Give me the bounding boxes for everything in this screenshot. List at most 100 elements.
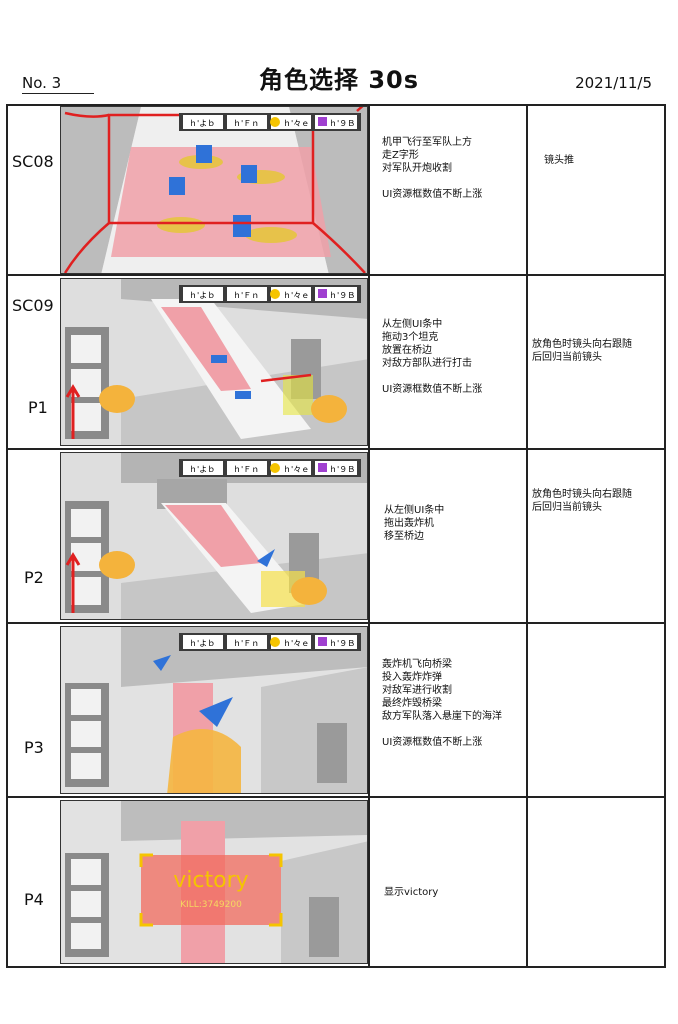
grid-line [6, 796, 666, 798]
grid-line [6, 966, 666, 968]
mech-units [169, 145, 257, 237]
camera-note: 放角色时镜头向右跟随 后回归当前镜头 [532, 488, 632, 514]
tank-unit [211, 355, 227, 363]
desc-gap [382, 370, 482, 383]
desc-line: UI资源框数值不断上涨 [382, 737, 483, 748]
sheet-number: No. 3 [22, 74, 62, 92]
scene-label: SC09 [12, 296, 54, 315]
hud-res4: ｈ'９Ｂ [329, 119, 355, 128]
storyboard-frame-p3: ｈ'よｂ ｈ'Ｆｎ ｈ'々ｅ ｈ'９Ｂ [60, 626, 368, 794]
grid-line [526, 104, 528, 968]
bomber-unit [199, 697, 233, 727]
hud-res3: ｈ'々ｅ [283, 465, 309, 474]
storyboard-frame-sc08: ｈ'よｂ ｈ'Ｆｎ ｈ'々ｅ ｈ'９Ｂ [60, 106, 368, 274]
hand-gesture [99, 551, 135, 579]
hand-gesture [311, 395, 347, 423]
explosion [167, 729, 241, 793]
desc-line: 最终炸毁桥梁 [382, 698, 442, 709]
desc-line: 从左侧UI条中 [382, 319, 443, 330]
desc-line: 拖出轰炸机 [384, 518, 434, 529]
hud-res1: ｈ'よｂ [189, 291, 215, 300]
desc-line: 从左侧UI条中 [384, 505, 445, 516]
hud-res4: ｈ'９Ｂ [329, 639, 355, 648]
grid-line [6, 274, 666, 276]
desc-line: 移至桥边 [384, 531, 424, 542]
action-description: 从左侧UI条中 拖出轰炸机 移至桥边 [384, 504, 444, 543]
bomber-unit [257, 549, 275, 567]
grid-line [368, 104, 370, 968]
page-title: 角色选择 30s [258, 66, 420, 94]
desc-line: 对军队开炮收割 [382, 163, 452, 174]
desc-line: 对敌军进行收割 [382, 685, 452, 696]
camera-line: 镜头推 [544, 155, 574, 166]
hud-res4: ｈ'９Ｂ [329, 465, 355, 474]
camera-line: 后回归当前镜头 [532, 502, 602, 513]
unit-sidebar [65, 683, 109, 787]
victory-banner: victory KILL:3749200 [139, 853, 283, 927]
hud-res3: ｈ'々ｅ [283, 119, 309, 128]
desc-line: 机甲飞行至军队上方 [382, 137, 472, 148]
hud-res1: ｈ'よｂ [189, 119, 215, 128]
sheet-date: 2021/11/5 [575, 74, 652, 92]
victory-title: victory [173, 868, 248, 893]
kill-count: KILL:3749200 [180, 900, 242, 910]
storyboard-frame-p4: victory KILL:3749200 [60, 800, 368, 964]
shot-label: P1 [28, 398, 48, 417]
sheet-number-underline [22, 93, 94, 94]
action-description: 显示victory [384, 886, 438, 899]
drag-arrow [65, 384, 81, 439]
frame-sketch: ｈ'よｂ ｈ'Ｆｎ ｈ'々ｅ ｈ'９Ｂ [61, 627, 367, 793]
desc-gap [382, 175, 482, 188]
shot-label: P2 [24, 568, 44, 587]
grid-line [6, 104, 8, 968]
unit-sidebar [65, 853, 109, 957]
resource-hud: ｈ'よｂ ｈ'Ｆｎ ｈ'々ｅ ｈ'９Ｂ [179, 459, 361, 477]
camera-line: 后回归当前镜头 [532, 352, 602, 363]
scene-label: SC08 [12, 152, 54, 171]
hand-gesture [99, 385, 135, 413]
hud-res2: ｈ'Ｆｎ [233, 465, 259, 474]
camera-push-arrows [63, 107, 366, 273]
hud-res2: ｈ'Ｆｎ [233, 291, 259, 300]
camera-line: 放角色时镜头向右跟随 [532, 339, 632, 350]
grid-line [6, 104, 666, 106]
desc-line: UI资源框数值不断上涨 [382, 384, 483, 395]
grid-line [6, 622, 666, 624]
desc-line: UI资源框数值不断上涨 [382, 189, 483, 200]
tank-unit [235, 391, 251, 399]
grid-line [664, 104, 666, 968]
hud-res2: ｈ'Ｆｎ [233, 639, 259, 648]
desc-gap [382, 723, 502, 736]
frame-sketch: victory KILL:3749200 [61, 801, 367, 963]
hud-res2: ｈ'Ｆｎ [233, 119, 259, 128]
desc-line: 投入轰炸炸弹 [382, 672, 442, 683]
hud-res1: ｈ'よｂ [189, 465, 215, 474]
resource-hud: ｈ'よｂ ｈ'Ｆｎ ｈ'々ｅ ｈ'９Ｂ [179, 113, 361, 131]
frame-sketch: ｈ'よｂ ｈ'Ｆｎ ｈ'々ｅ ｈ'９Ｂ [61, 107, 367, 273]
desc-line: 轰炸机飞向桥梁 [382, 659, 452, 670]
drag-arrow [65, 552, 81, 613]
desc-line: 对敌方部队进行打击 [382, 358, 472, 369]
frame-sketch: ｈ'よｂ ｈ'Ｆｎ ｈ'々ｅ ｈ'９Ｂ [61, 453, 367, 619]
army-crowd [161, 307, 251, 391]
action-description: 机甲飞行至军队上方 走Z字形 对军队开炮收割 UI资源框数值不断上涨 [382, 136, 482, 201]
storyboard-frame-p1: ｈ'よｂ ｈ'Ｆｎ ｈ'々ｅ ｈ'９Ｂ [60, 278, 368, 446]
army-crowd [165, 505, 261, 567]
desc-line: 拖动3个坦克 [382, 332, 439, 343]
shot-label: P4 [24, 890, 44, 909]
resource-hud: ｈ'よｂ ｈ'Ｆｎ ｈ'々ｅ ｈ'９Ｂ [179, 285, 361, 303]
hand-gesture [291, 577, 327, 605]
storyboard-table: SC08 [6, 104, 666, 968]
desc-line: 走Z字形 [382, 150, 419, 161]
storyboard-frame-p2: ｈ'よｂ ｈ'Ｆｎ ｈ'々ｅ ｈ'９Ｂ [60, 452, 368, 620]
camera-note: 镜头推 [544, 154, 574, 167]
hud-res3: ｈ'々ｅ [283, 639, 309, 648]
grid-line [6, 448, 666, 450]
desc-line: 显示victory [384, 887, 439, 898]
desc-line: 放置在桥边 [382, 345, 432, 356]
frame-sketch: ｈ'よｂ ｈ'Ｆｎ ｈ'々ｅ ｈ'９Ｂ [61, 279, 367, 445]
hud-res3: ｈ'々ｅ [283, 291, 309, 300]
hud-res4: ｈ'９Ｂ [329, 291, 355, 300]
shot-label: P3 [24, 738, 44, 757]
action-description: 从左侧UI条中 拖动3个坦克 放置在桥边 对敌方部队进行打击 UI资源框数值不断… [382, 318, 482, 396]
